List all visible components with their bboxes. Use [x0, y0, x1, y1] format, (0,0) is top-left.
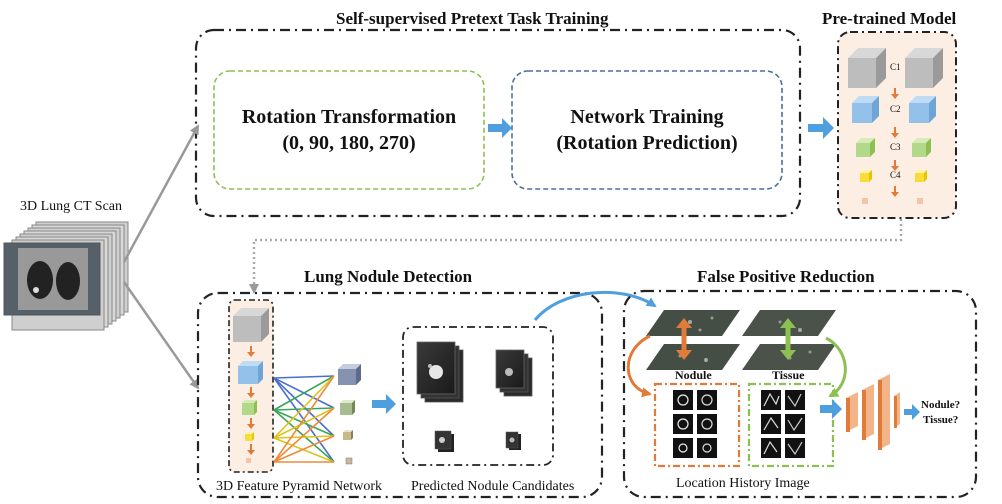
tissue-double-arrow: [780, 318, 796, 360]
pretext-to-model-arrow: [808, 117, 834, 139]
fpr-box: [622, 289, 978, 499]
detection-to-fpr-arrow: [533, 290, 657, 321]
layer-c3-label: C3: [890, 142, 901, 152]
fpn-to-candidates-arrow: [372, 394, 396, 414]
lhi-to-classifier-arrow: [820, 399, 842, 419]
input-to-pretext-arrow: [122, 124, 200, 263]
fpn-output-cubes: [338, 364, 361, 465]
nodule-candidate-patches: [416, 341, 533, 452]
pretrained-cubes: [848, 48, 943, 204]
pretrained-title: Pre-trained Model: [822, 9, 957, 28]
nodule-label: Nodule: [675, 368, 712, 382]
candidates-label: Predicted Nodule Candidates: [411, 479, 575, 494]
fpn-label: 3D Feature Pyramid Network: [216, 479, 383, 494]
output-tissue-label: Tissue?: [923, 414, 959, 426]
nodule-curve-arrow: [626, 334, 652, 398]
network-line2: (Rotation Prediction): [556, 132, 738, 154]
lhi-label: Location History Image: [676, 476, 810, 491]
detection-title: Lung Nodule Detection: [304, 267, 473, 286]
rotation-label: Rotation Transformation (0, 90, 180, 270…: [214, 104, 484, 156]
fpn-backbone-column: [228, 299, 274, 473]
tissue-lhi-tiles: [761, 390, 805, 458]
model-to-fpn-connector: [249, 219, 903, 294]
ct-slices: [646, 310, 836, 370]
output-nodule-label: Nodule?: [921, 399, 961, 411]
tissue-lhi-box: [747, 382, 835, 468]
layer-c4-label: C4: [890, 170, 901, 180]
fpr-title: False Positive Reduction: [697, 267, 875, 286]
rotation-box: [213, 70, 485, 190]
network-line1: Network Training: [570, 106, 724, 128]
nodule-lhi-box: [653, 382, 741, 468]
rotation-line2: (0, 90, 180, 270): [282, 132, 416, 154]
input-to-detection-arrow: [122, 281, 200, 390]
nodule-lhi-tiles: [673, 390, 717, 458]
fpn-connections: [273, 375, 335, 463]
tissue-label: Tissue: [772, 368, 805, 382]
layer-c2-label: C2: [890, 104, 901, 114]
candidates-box: [402, 326, 554, 466]
pretext-task-box: [194, 28, 802, 218]
pretext-title: Self-supervised Pretext Task Training: [336, 9, 609, 28]
network-training-label: Network Training (Rotation Prediction): [512, 104, 782, 156]
tissue-curve-arrow: [825, 336, 847, 398]
ct-scan-label: 3D Lung CT Scan: [20, 199, 123, 214]
layer-c1-label: C1: [890, 62, 901, 72]
detection-box: [196, 291, 604, 499]
classifier-output-arrow: [904, 404, 920, 420]
nodule-double-arrow: [676, 318, 692, 360]
ct-scan-stack: [3, 221, 129, 331]
rotation-to-network-arrow: [488, 118, 512, 138]
classifier-network: [846, 374, 900, 450]
fpn-backbone-cubes: [233, 308, 269, 463]
rotation-line1: Rotation Transformation: [241, 106, 457, 128]
network-training-box: [511, 70, 783, 190]
